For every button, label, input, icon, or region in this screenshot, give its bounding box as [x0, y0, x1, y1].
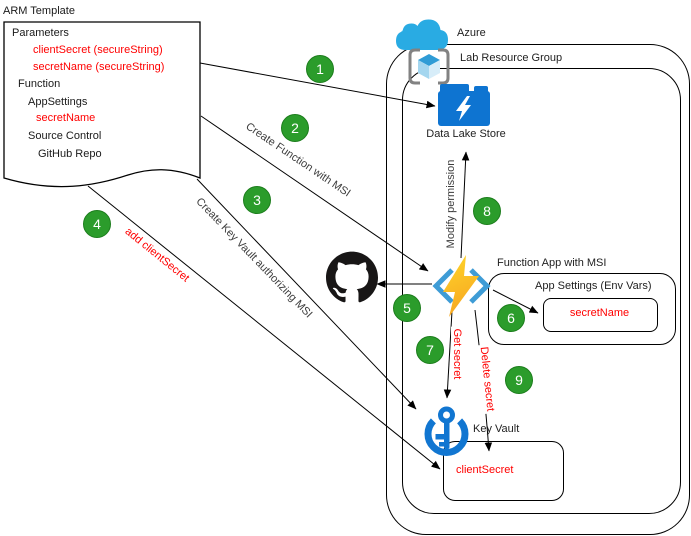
data-lake-store-label: Data Lake Store: [426, 128, 506, 140]
step-badge-3: 3: [243, 186, 271, 214]
arm-item-function: Function: [18, 78, 61, 90]
arm-item-secret-name: secretName (secureString): [33, 61, 165, 73]
arm-item-github-repo: GitHub Repo: [38, 148, 102, 160]
edge-modify-permission-label: Modify permission: [445, 157, 457, 251]
step-badge-9: 9: [505, 366, 533, 394]
step-badge-8: 8: [473, 197, 501, 225]
arm-item-appsettings: AppSettings: [28, 96, 88, 108]
app-settings-secret-label: secretName: [569, 307, 630, 319]
function-app-label: Function App with MSI: [497, 257, 607, 269]
arm-item-parameters: Parameters: [12, 27, 69, 39]
arm-item-appsettings-secret-name: secretName: [36, 112, 96, 124]
resource-group-boundary: [402, 68, 681, 514]
resource-group-icon: [408, 48, 450, 85]
key-vault-icon: [424, 406, 469, 456]
step-badge-5: 5: [393, 294, 421, 322]
step-badge-1: 1: [306, 55, 334, 83]
key-vault-secret-label: clientSecret: [456, 464, 514, 476]
key-vault-label: Key Vault: [473, 423, 520, 435]
app-settings-secret-box: [543, 298, 658, 332]
azure-cloud-icon: [396, 19, 448, 50]
azure-boundary: [386, 44, 690, 535]
arm-item-client-secret: clientSecret (secureString): [33, 44, 163, 56]
arm-template-shape: [3, 21, 201, 188]
resource-group-label: Lab Resource Group: [460, 52, 563, 64]
step-badge-2: 2: [281, 114, 309, 142]
step-badge-7: 7: [416, 336, 444, 364]
github-icon: [326, 251, 378, 303]
azure-label: Azure: [457, 27, 486, 39]
step-badge-4: 4: [83, 210, 111, 238]
function-app-icon: [432, 255, 491, 317]
arm-item-source-control: Source Control: [28, 130, 102, 142]
arm-template-title: ARM Template: [3, 5, 75, 17]
step-badge-6: 6: [497, 304, 525, 332]
key-vault-secret-box: [443, 441, 564, 501]
edge-get-secret-label: Get secret: [451, 326, 463, 382]
data-lake-store-icon: [438, 84, 490, 126]
app-settings-label: App Settings (Env Vars): [535, 280, 652, 292]
